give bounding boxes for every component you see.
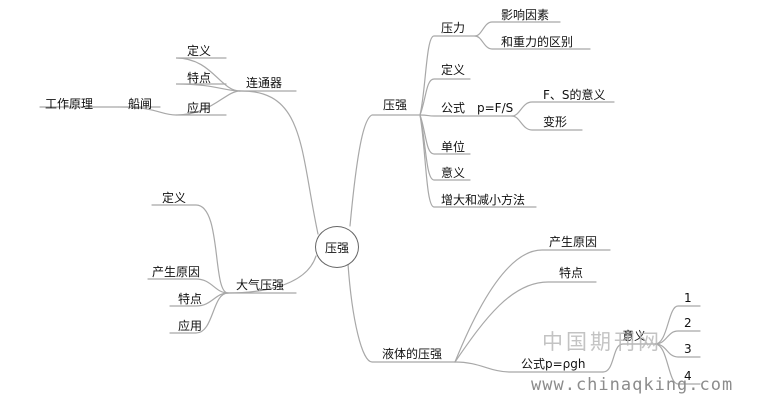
node-daqi-yingyong[interactable]: 应用 xyxy=(178,319,203,333)
node-gongzuo-yuanli[interactable]: 工作原理 xyxy=(45,97,94,111)
node-formula[interactable]: p=F/S xyxy=(477,101,514,115)
node-yeti-n1[interactable]: 1 xyxy=(684,291,692,305)
node-liantongqi-yingyong[interactable]: 应用 xyxy=(187,101,212,115)
center-node-yaqiang[interactable]: 压强 xyxy=(315,226,359,268)
node-yali[interactable]: 压力 xyxy=(441,21,466,35)
link-center-yeti xyxy=(347,263,456,363)
branch-liantongqi[interactable]: 连通器 xyxy=(246,76,283,90)
node-chuanzha[interactable]: 船闸 xyxy=(128,97,153,111)
node-yeti-gongshi[interactable]: 公式p=ρgh xyxy=(521,357,586,371)
node-yiyi[interactable]: 意义 xyxy=(441,166,466,180)
node-yeti-chansheng-yuanyin[interactable]: 产生原因 xyxy=(549,235,598,249)
branch-daqi-yaqiang[interactable]: 大气压强 xyxy=(236,278,285,292)
node-yeti-tedian[interactable]: 特点 xyxy=(559,266,584,280)
node-gongshi[interactable]: 公式 xyxy=(441,101,466,115)
node-liantongqi-dingyi[interactable]: 定义 xyxy=(187,44,212,58)
node-zengda-jianxiao[interactable]: 增大和减小方法 xyxy=(441,193,526,207)
node-fs-yiyi[interactable]: F、S的意义 xyxy=(543,88,606,102)
link-center-liantongqi xyxy=(239,90,319,235)
center-node-label: 压强 xyxy=(324,240,349,255)
node-bianxing[interactable]: 变形 xyxy=(543,115,568,129)
node-danwei[interactable]: 单位 xyxy=(441,140,466,154)
node-yingxiang-yinsu[interactable]: 影响因素 xyxy=(501,8,550,22)
node-yeti-n3[interactable]: 3 xyxy=(684,342,692,356)
node-daqi-dingyi[interactable]: 定义 xyxy=(162,191,187,205)
watermark-url: www.chinaqking.com xyxy=(531,375,734,395)
node-he-zhongli-qubie[interactable]: 和重力的区别 xyxy=(501,35,574,49)
link-center-yaqiang xyxy=(349,114,421,227)
branch-yeti-yaqiang[interactable]: 液体的压强 xyxy=(382,347,443,361)
node-liantongqi-tedian[interactable]: 特点 xyxy=(187,71,212,85)
node-daqi-tedian[interactable]: 特点 xyxy=(178,292,203,306)
branch-yaqiang[interactable]: 压强 xyxy=(383,98,408,112)
node-yeti-n4[interactable]: 4 xyxy=(684,369,692,383)
watermark-site-name: 中国期刊网 xyxy=(542,330,662,354)
node-yeti-yiyi[interactable]: 意义 xyxy=(622,329,647,343)
node-yaqiang-dingyi[interactable]: 定义 xyxy=(441,63,466,77)
node-daqi-chansheng-yuanyin[interactable]: 产生原因 xyxy=(152,265,201,279)
node-yeti-n2[interactable]: 2 xyxy=(684,316,692,330)
